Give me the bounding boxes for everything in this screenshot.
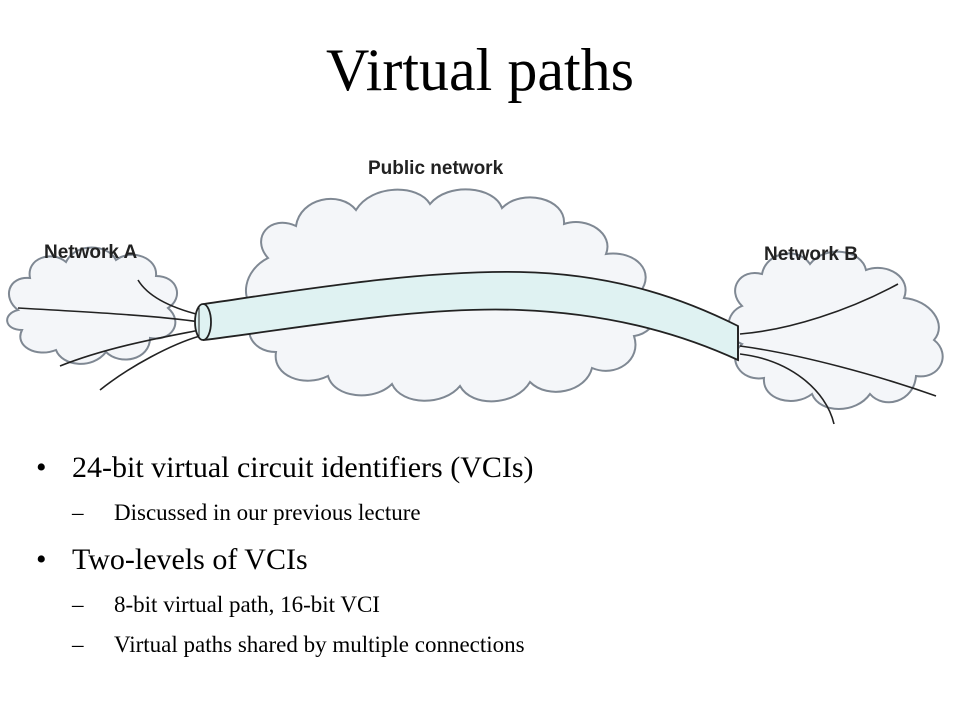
network-a-cloud — [6, 246, 179, 365]
sub-bullet-text: Virtual paths shared by multiple connect… — [114, 632, 525, 657]
sub-bullet-marker: – — [72, 632, 84, 657]
sub-bullet-marker: – — [72, 500, 84, 525]
network-diagram-svg — [6, 188, 944, 425]
bullet-list: • 24-bit virtual circuit identifiers (VC… — [36, 448, 936, 660]
network-a-line-1 — [137, 279, 201, 316]
bullet-marker: • — [36, 543, 47, 576]
bullet-marker: • — [36, 451, 47, 484]
sub-bullet-marker: – — [72, 592, 84, 617]
network-a-line-3 — [59, 329, 201, 367]
network-a-line-4 — [99, 335, 201, 391]
network-b-line-3 — [739, 353, 835, 425]
slide-title: Virtual paths — [326, 37, 634, 103]
bullet-item: • Two-levels of VCIs — [36, 540, 936, 580]
network-b-line-2 — [739, 345, 937, 397]
network-b-cloud — [727, 250, 944, 410]
sub-bullet-text: Discussed in our previous lecture — [114, 500, 421, 525]
public-network-label: Public network — [368, 158, 504, 179]
virtual-path-diagram: Public network Network A Network B — [0, 140, 960, 440]
virtual-path-tube-end-a — [194, 303, 212, 341]
network-a-label: Network A — [44, 242, 138, 263]
network-a-line-2 — [17, 307, 201, 323]
bullet-text: 24-bit virtual circuit identifiers (VCIs… — [72, 451, 534, 484]
sub-bullet-item: – 8-bit virtual path, 16-bit VCI — [36, 590, 936, 620]
sub-bullet-item: – Discussed in our previous lecture — [36, 498, 936, 528]
bullet-text: Two-levels of VCIs — [72, 543, 308, 576]
network-b-line-1 — [739, 283, 899, 335]
network-b-label: Network B — [764, 244, 858, 265]
sub-bullet-text: 8-bit virtual path, 16-bit VCI — [114, 592, 380, 617]
bullet-item: • 24-bit virtual circuit identifiers (VC… — [36, 448, 936, 488]
sub-bullet-item: – Virtual paths shared by multiple conne… — [36, 630, 936, 660]
